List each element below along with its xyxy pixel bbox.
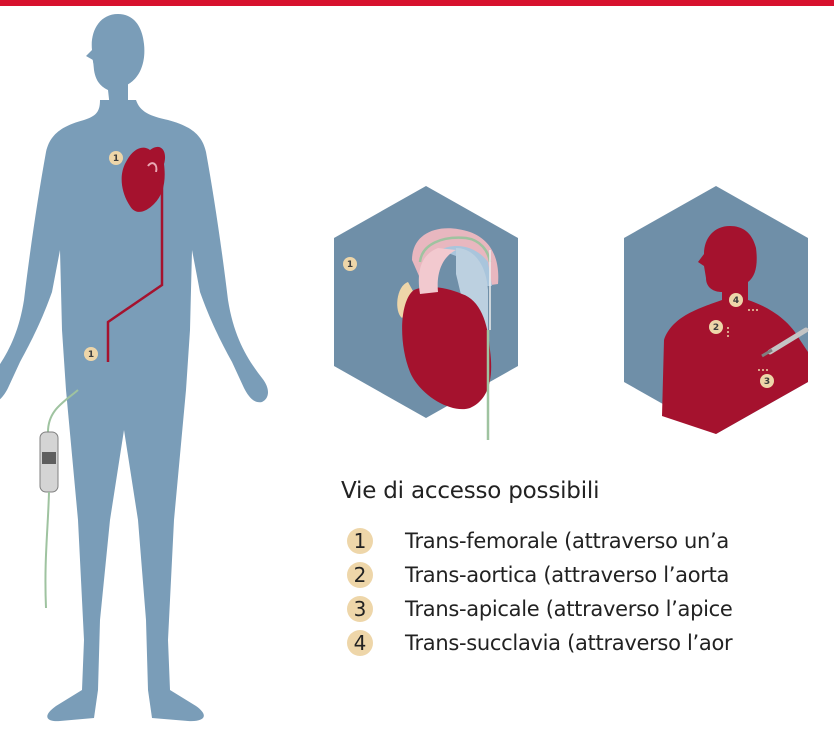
detailed-heart-illustration	[397, 228, 499, 440]
legend-item-label: Trans-succlavia (attraverso l’aor	[405, 631, 733, 655]
legend-item-transapical: 3 Trans-apicale (attraverso l’apice	[341, 592, 834, 626]
human-body-silhouette	[0, 14, 268, 722]
legend-item-transfemoral: 1 Trans-femorale (attraverso un’a	[341, 524, 834, 558]
svg-text:1: 1	[88, 350, 94, 360]
hexagon-marker-3: 3	[760, 374, 774, 388]
incision-lines	[727, 309, 770, 371]
instrument-tip	[761, 348, 773, 358]
legend-number-badge: 1	[347, 528, 373, 554]
legend-list: 1 Trans-femorale (attraverso un’a 2 Tran…	[341, 524, 834, 660]
legend-item-transaortic: 2 Trans-aortica (attraverso l’aorta	[341, 558, 834, 592]
legend-item-transsubclavian: 4 Trans-succlavia (attraverso l’aor	[341, 626, 834, 660]
hexagon-heart-marker: 1	[343, 257, 357, 271]
svg-text:4: 4	[733, 296, 739, 306]
svg-text:1: 1	[113, 154, 119, 164]
legend-item-label: Trans-femorale (attraverso un’a	[405, 529, 729, 553]
hexagon-marker-2: 2	[709, 320, 723, 334]
top-accent-bar	[0, 0, 834, 6]
legend-number-badge: 4	[347, 630, 373, 656]
body-heart-detail	[147, 162, 158, 173]
catheter-wire-upper	[47, 389, 79, 433]
catheter-handle-grip	[42, 452, 56, 464]
legend-item-label: Trans-apicale (attraverso l’apice	[405, 597, 733, 621]
legend-title: Vie di accesso possibili	[341, 478, 600, 504]
access-routes-legend: Vie di accesso possibili 1 Trans-femoral…	[341, 478, 834, 660]
body-marker-heart: 1	[109, 151, 123, 165]
body-marker-groin: 1	[84, 347, 98, 361]
legend-number-badge: 3	[347, 596, 373, 622]
svg-text:3: 3	[764, 377, 770, 387]
legend-item-label: Trans-aortica (attraverso l’aorta	[405, 563, 730, 587]
legend-number-badge: 2	[347, 562, 373, 588]
svg-text:2: 2	[713, 323, 719, 333]
hexagon-marker-4: 4	[729, 293, 743, 307]
catheter-path	[106, 171, 164, 362]
catheter-wire-lower	[44, 491, 50, 609]
surgical-instrument	[767, 327, 809, 355]
svg-text:1: 1	[347, 260, 353, 270]
